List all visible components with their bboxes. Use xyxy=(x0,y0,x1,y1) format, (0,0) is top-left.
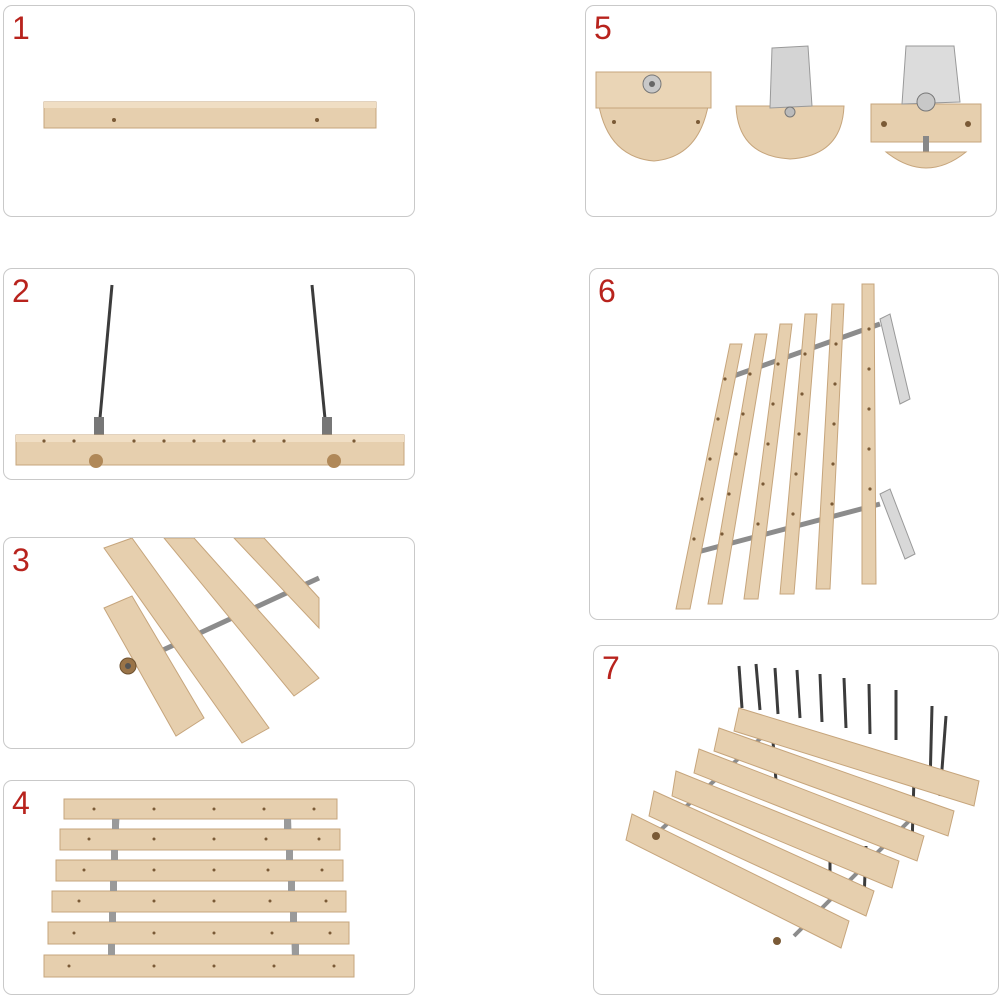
wing-nut-stand-illustration xyxy=(595,45,982,169)
slats-on-threaded-rod-illustration xyxy=(103,538,321,744)
slat-with-spikes-illustration xyxy=(15,284,405,468)
final-rack-with-spikes-illustration xyxy=(625,663,980,949)
step-3-panel: 3 xyxy=(3,537,415,749)
step-number-7: 7 xyxy=(602,650,620,686)
step-2-panel: 2 xyxy=(3,268,415,480)
step-6-panel: 6 xyxy=(589,268,999,620)
step-1-panel: 1 xyxy=(3,5,415,217)
step-number-3: 3 xyxy=(12,542,30,578)
step-number-2: 2 xyxy=(12,273,30,309)
assembled-slat-rack-illustration xyxy=(43,798,355,978)
step-number-4: 4 xyxy=(12,785,30,821)
step-number-5: 5 xyxy=(594,10,612,46)
single-wooden-slat-illustration xyxy=(43,101,377,129)
step-number-6: 6 xyxy=(598,273,616,309)
step-5-panel: 5 xyxy=(585,5,997,217)
step-4-panel: 4 xyxy=(3,780,415,995)
step-number-1: 1 xyxy=(12,10,30,46)
rack-with-stands-illustration xyxy=(675,283,916,610)
step-7-panel: 7 xyxy=(593,645,999,995)
